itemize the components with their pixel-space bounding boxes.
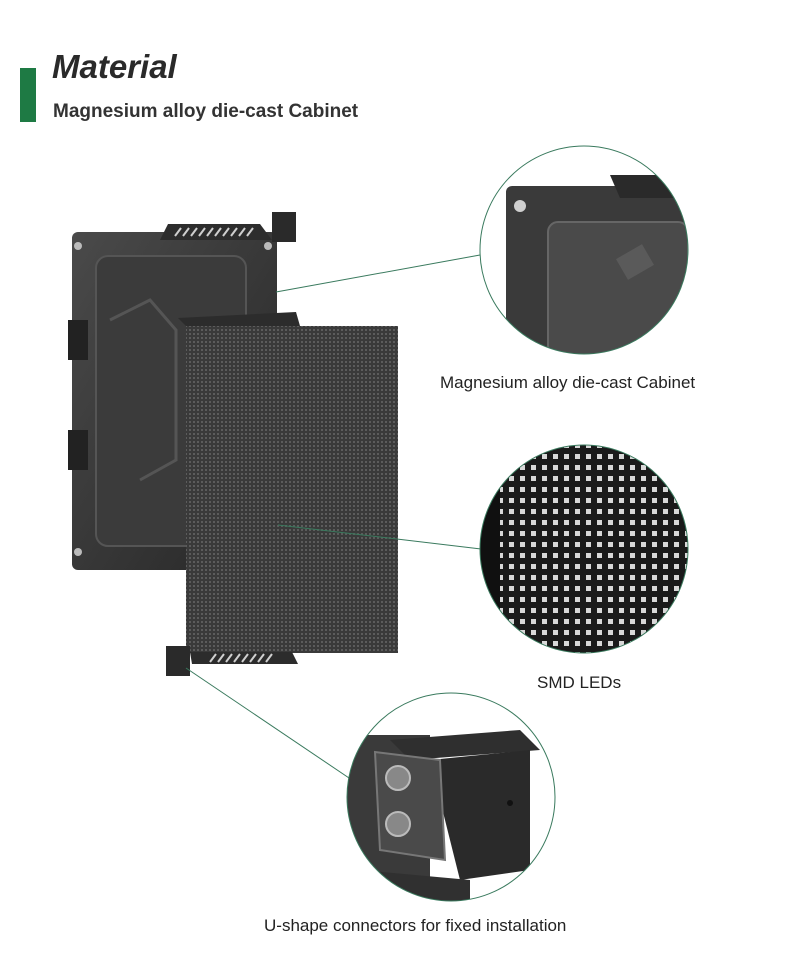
callout-label-cabinet: Magnesium alloy die-cast Cabinet: [440, 373, 696, 392]
leader-lines: [185, 254, 482, 781]
page-subtitle: Magnesium alloy die-cast Cabinet: [53, 101, 359, 122]
led-module: [166, 312, 398, 676]
callout-label-smd-leds: SMD LEDs: [537, 673, 622, 692]
page-title: Material: [52, 48, 177, 85]
smd-led-detail-circle: [479, 444, 689, 654]
accent-bar: [20, 68, 36, 122]
cabinet-detail-circle: [479, 145, 689, 355]
connector-detail-circle: [346, 692, 556, 902]
callout-label-connectors: U-shape connectors for fixed installatio…: [264, 916, 567, 935]
